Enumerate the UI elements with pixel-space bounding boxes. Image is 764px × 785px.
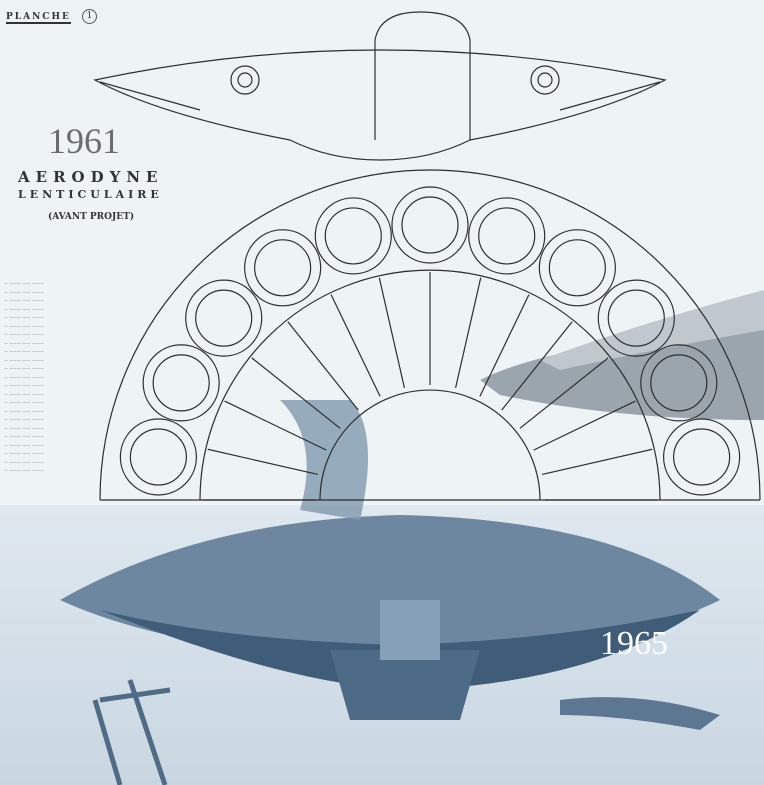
radial-strut [330, 294, 381, 397]
plate-number: 1 [82, 9, 97, 24]
legend-line: — ——— —— ——— [4, 416, 44, 421]
legend-line: — ——— —— ——— [4, 314, 44, 319]
legend-line: — ——— —— ——— [4, 331, 44, 336]
turbine-ring [468, 197, 546, 275]
turbine-ring-inner [650, 354, 708, 412]
legend-line: — ——— —— ——— [4, 348, 44, 353]
legend-line: — ——— —— ——— [4, 373, 44, 379]
parts-legend: — ——— —— ——— — ——— —— ——— — ——— —— ——— — ——… [4, 280, 99, 476]
turbine-ring-inner [478, 207, 536, 265]
saucer-cross-section [93, 49, 667, 161]
turbine-ring-inner [548, 239, 606, 297]
year-1961: 1961 [48, 121, 120, 161]
legend-line: — ——— —— ——— [4, 280, 44, 285]
turbine-ring [538, 229, 616, 307]
turbine-ring-inner [254, 239, 312, 297]
legend-line: — ——— —— ——— [4, 305, 44, 311]
core-arc [319, 389, 541, 501]
radial-strut [519, 357, 609, 429]
radial-strut [224, 400, 327, 451]
year-1965: 1965 [600, 625, 668, 662]
legend-line: — ——— —— ——— [4, 424, 44, 430]
turbine-ring-inner [607, 289, 665, 347]
turbine-ring [185, 279, 263, 357]
inner-arc [199, 269, 661, 501]
drawing-title: AERODYNE [18, 168, 164, 186]
radial-strut [501, 321, 573, 411]
turbine-ring [244, 229, 322, 307]
outer-hull-arc [99, 169, 761, 501]
plate-label: PLANCHE [6, 12, 71, 24]
legend-line: — ——— —— ——— [4, 382, 44, 387]
radial-strut [541, 448, 653, 475]
radial-strut [287, 321, 359, 411]
turbine-ring-inner [195, 289, 253, 347]
engine-circle [230, 65, 260, 95]
legend-line: — ——— —— ——— [4, 458, 44, 464]
radial-strut [479, 294, 530, 397]
legend-line: — ——— —— ——— [4, 433, 44, 438]
turbine-ring-inner [673, 428, 731, 486]
turbine-ring-inner [152, 354, 210, 412]
turbine-ring [391, 186, 469, 264]
turbine-ring [640, 344, 718, 422]
radial-strut [455, 277, 482, 389]
legend-line: — ——— —— ——— [4, 390, 44, 396]
legend-line: — ——— —— ——— [4, 288, 44, 294]
radial-strut [251, 357, 341, 429]
turbine-ring [663, 418, 741, 496]
drawing-note: (AVANT PROJET) [48, 212, 135, 222]
technical-drawing [93, 11, 761, 501]
engine-circle [237, 72, 253, 88]
legend-line: — ——— —— ——— [4, 441, 44, 447]
engine-circle [530, 65, 560, 95]
turbine-ring [119, 418, 197, 496]
turbine-ring [597, 279, 675, 357]
radial-strut [207, 448, 319, 475]
turbine-ring [314, 197, 392, 275]
turbine-ring-inner [324, 207, 382, 265]
legend-line: — ——— —— ——— [4, 450, 44, 455]
legend-line: — ——— —— ——— [4, 339, 44, 345]
turbine-ring [142, 344, 220, 422]
engine-circle [537, 72, 553, 88]
cockpit-dome [374, 11, 471, 140]
legend-line: — ——— —— ——— [4, 399, 44, 404]
legend-line: — ——— —— ——— [4, 356, 44, 362]
legend-line: — ——— —— ——— [4, 407, 44, 413]
drawing-subtitle: LENTICULAIRE [18, 188, 163, 201]
legend-line: — ——— —— ——— [4, 365, 44, 370]
legend-line: — ——— —— ——— [4, 467, 44, 472]
legend-line: — ——— —— ——— [4, 297, 44, 302]
wing-spar [99, 81, 661, 111]
legend-line: — ——— —— ——— [4, 322, 44, 328]
turbine-ring-inner [401, 196, 459, 254]
radial-strut [533, 400, 636, 451]
aircraft-photo [480, 290, 764, 420]
saucer-photo-1965 [0, 400, 764, 785]
radial-strut [378, 277, 405, 389]
turbine-ring-inner [129, 428, 187, 486]
